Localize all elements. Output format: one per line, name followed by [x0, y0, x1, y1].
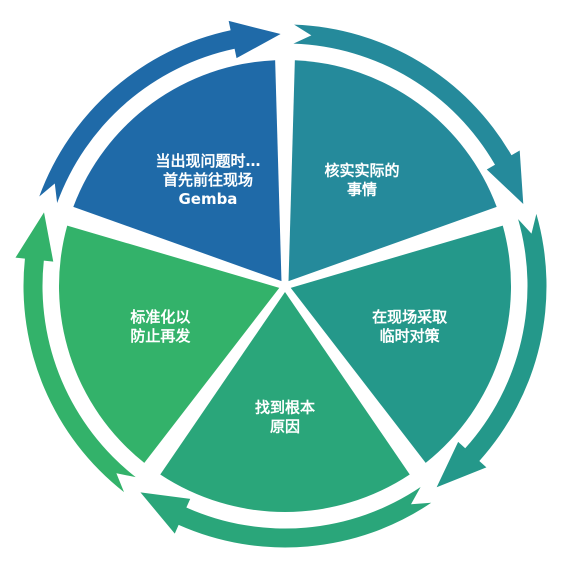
cycle-arrow-2 [293, 24, 524, 204]
segment-check-facts [288, 60, 497, 282]
segment-label-line: 防止再发 [130, 327, 191, 345]
segment-find-root-cause [160, 292, 410, 512]
segment-go-to-gemba [73, 60, 282, 282]
cycle-arrow-4 [140, 487, 432, 548]
cycle-arrows [15, 20, 547, 548]
cycle-arrow-3 [436, 213, 547, 488]
segment-label-line: 找到根本 [255, 399, 315, 417]
segment-label-line: Gemba [178, 190, 237, 208]
segment-label-line: 标准化以 [129, 308, 190, 326]
segment-label-line: 事情 [347, 180, 377, 198]
segment-label-find-root-cause: 找到根本原因 [255, 399, 315, 436]
segment-label-line: 原因 [270, 418, 300, 436]
segment-temporary-measures [290, 225, 511, 463]
segment-label-check-facts: 核实实际的事情 [325, 161, 400, 198]
segment-label-line: 当出现问题时… [155, 152, 260, 170]
cycle-arrow-5 [15, 212, 136, 493]
segment-label-line: 在现场采取 [372, 308, 448, 326]
segment-label-temporary-measures: 在现场采取临时对策 [372, 308, 448, 345]
segment-label-line: 核实实际的 [325, 161, 400, 179]
segment-standardize [58, 225, 280, 463]
segment-label-line: 临时对策 [380, 327, 441, 345]
segment-label-line: 首先前往现场 [163, 171, 253, 189]
cycle-arrow-1 [39, 20, 281, 204]
segment-label-standardize: 标准化以防止再发 [129, 308, 191, 345]
